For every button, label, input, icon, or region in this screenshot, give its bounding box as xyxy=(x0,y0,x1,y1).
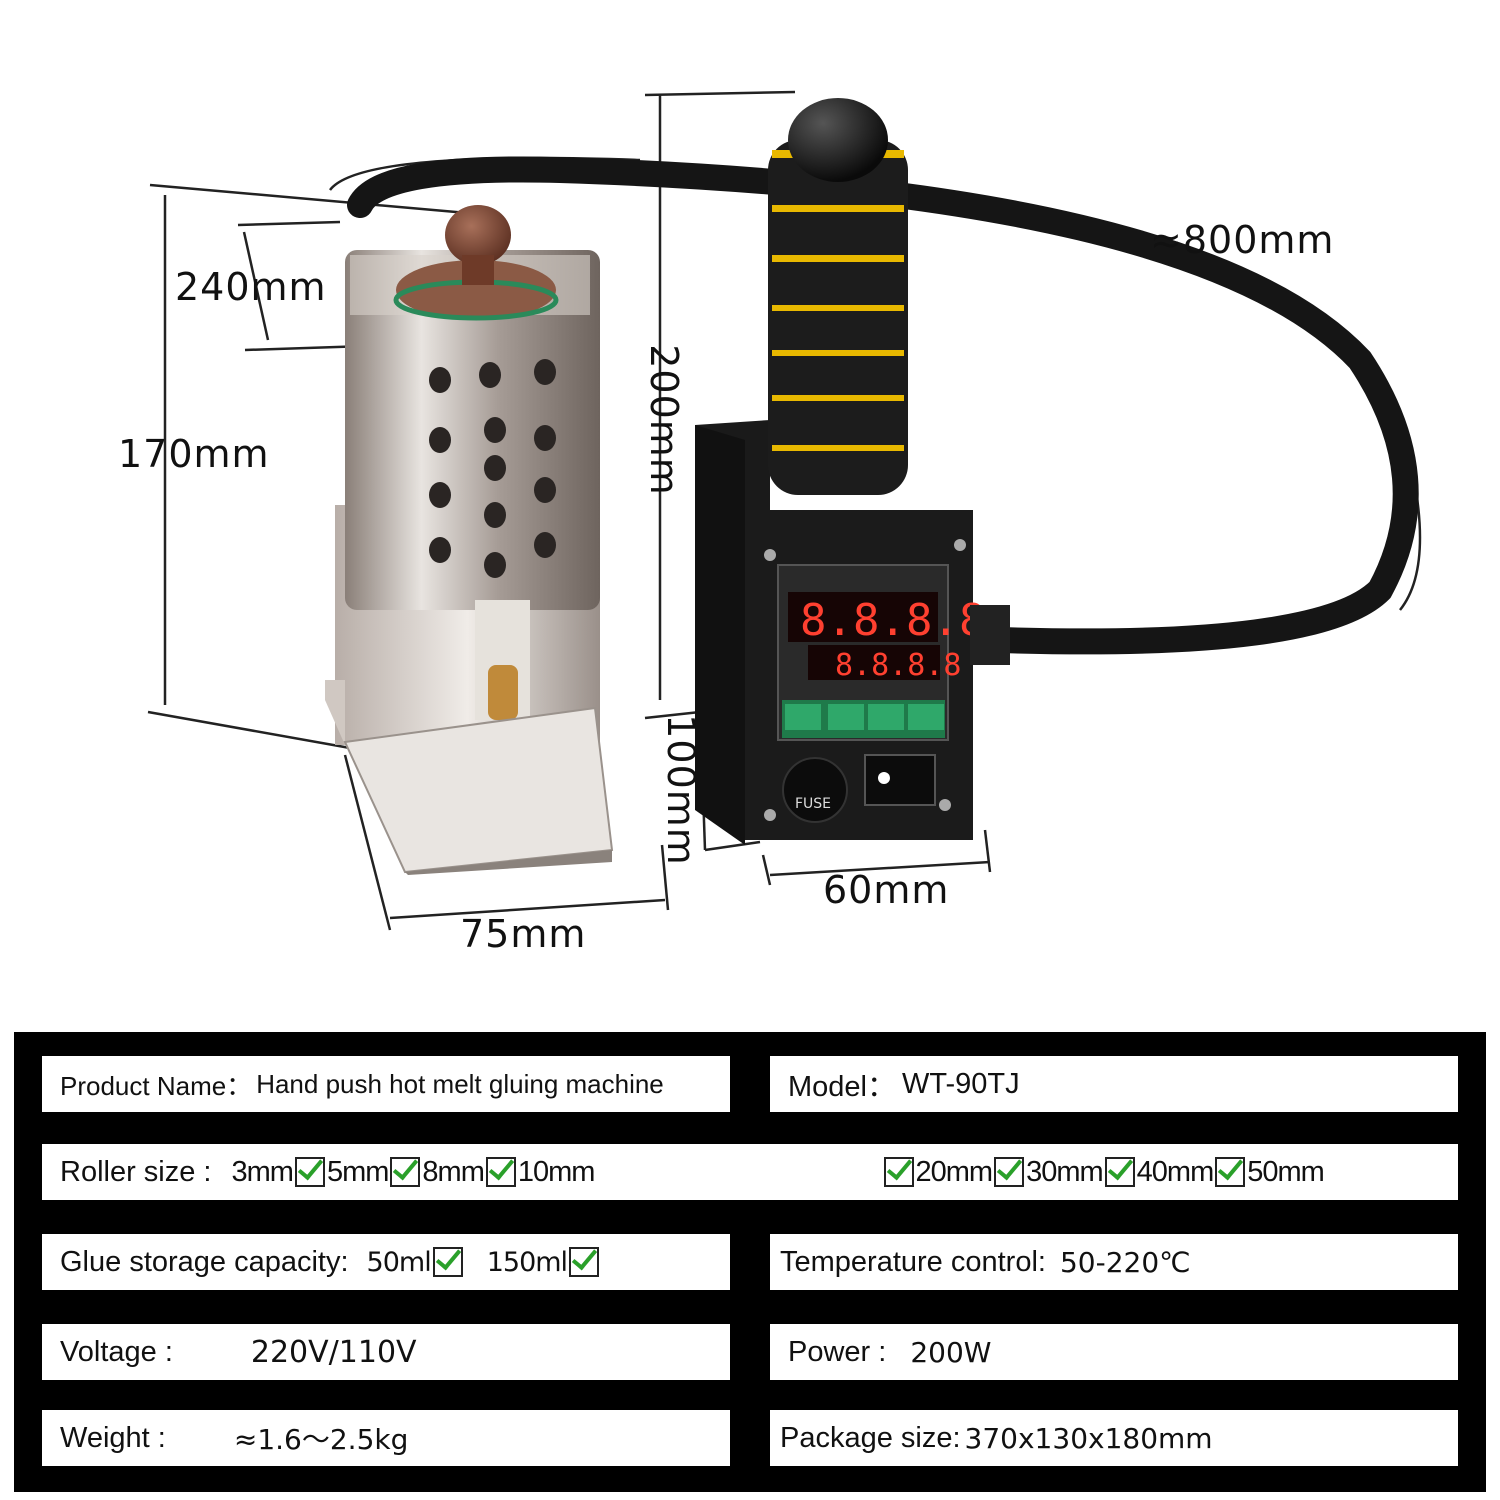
package-size-label: Package size: xyxy=(780,1421,961,1454)
roller-size-label: Roller size : xyxy=(60,1155,212,1188)
glue-option[interactable]: 150ml xyxy=(487,1247,601,1278)
voltage-cell: Voltage : 220V/110V xyxy=(42,1324,730,1380)
roller-size-cell: Roller size : 3mm 5mm 8mm 10mm 20mm 30mm… xyxy=(42,1144,1458,1200)
weight-cell: Weight : ≈1.6～2.5kg xyxy=(42,1410,730,1466)
check-icon xyxy=(883,1157,914,1187)
temperature-value: 50-220℃ xyxy=(1059,1245,1191,1279)
package-size-cell: Package size: 370x130x180mm xyxy=(770,1410,1458,1466)
product-name-cell: Product Name： Hand push hot melt gluing … xyxy=(42,1056,730,1112)
temperature-cell: Temperature control: 50-220℃ xyxy=(770,1234,1458,1290)
model-cell: Model： WT-90TJ xyxy=(770,1056,1458,1112)
spec-table: Product Name： Hand push hot melt gluing … xyxy=(14,1032,1486,1492)
check-icon xyxy=(994,1157,1025,1187)
voltage-value: 220V/110V xyxy=(250,1334,417,1370)
glue-capacity-cell: Glue storage capacity: 50ml 150ml xyxy=(42,1234,730,1290)
display-bottom-readout: 8.8.8.8 xyxy=(835,648,961,683)
roller-option[interactable]: 3mm xyxy=(232,1156,327,1189)
roller-option[interactable]: 5mm xyxy=(327,1156,422,1189)
package-size-value: 370x130x180mm xyxy=(964,1421,1213,1455)
glue-pot xyxy=(325,205,614,875)
heater-cable xyxy=(347,156,1419,655)
control-box: 8.8.8.8 8.8.8.8 FUSE xyxy=(695,420,985,845)
cable-length-label: ≈800mm xyxy=(1150,218,1335,262)
cable-gland xyxy=(970,605,1010,665)
weight-label: Weight : xyxy=(60,1421,166,1454)
roller-option[interactable]: 40mm xyxy=(1103,1156,1214,1189)
check-icon xyxy=(485,1157,516,1187)
pot-total-height-label: 170mm xyxy=(118,432,270,476)
power-value: 200W xyxy=(910,1335,992,1369)
product-name-label: Product Name： xyxy=(60,1070,253,1101)
product-name-value: Hand push hot melt gluing machine xyxy=(256,1068,664,1099)
weight-value: ≈1.6～2.5kg xyxy=(233,1423,409,1456)
model-value: WT-90TJ xyxy=(902,1067,1020,1100)
base-width-label: 75mm xyxy=(460,912,587,956)
roller-option[interactable]: 8mm xyxy=(422,1156,517,1189)
pot-height-label: 240mm xyxy=(175,265,327,309)
box-depth-label: 100mm xyxy=(658,714,703,866)
glue-capacity-label: Glue storage capacity: xyxy=(60,1245,349,1278)
handle-height-label: 200mm xyxy=(641,344,686,496)
roller-option[interactable]: 50mm xyxy=(1213,1156,1325,1189)
box-width-label: 60mm xyxy=(823,868,950,912)
power-label: Power : xyxy=(788,1335,887,1368)
roller-option[interactable]: 10mm xyxy=(517,1155,596,1188)
fuse-label: FUSE xyxy=(795,796,831,812)
power-cell: Power : 200W xyxy=(770,1324,1458,1380)
check-icon xyxy=(1104,1157,1135,1187)
roller-option[interactable]: 20mm xyxy=(882,1156,993,1189)
check-icon xyxy=(294,1157,325,1187)
model-label: Model： xyxy=(788,1071,896,1103)
foam-handle xyxy=(768,98,908,495)
check-icon xyxy=(390,1157,421,1187)
product-illustration: 8.8.8.8 8.8.8.8 FUSE xyxy=(147,90,1422,931)
check-icon xyxy=(1215,1157,1246,1187)
roller-option[interactable]: 30mm xyxy=(992,1156,1104,1189)
display-top-readout: 8.8.8.8 xyxy=(800,595,985,646)
check-icon xyxy=(569,1247,600,1277)
voltage-label: Voltage : xyxy=(60,1335,173,1368)
check-icon xyxy=(432,1247,463,1277)
temperature-label: Temperature control: xyxy=(780,1245,1046,1278)
glue-option[interactable]: 50ml xyxy=(367,1247,465,1278)
